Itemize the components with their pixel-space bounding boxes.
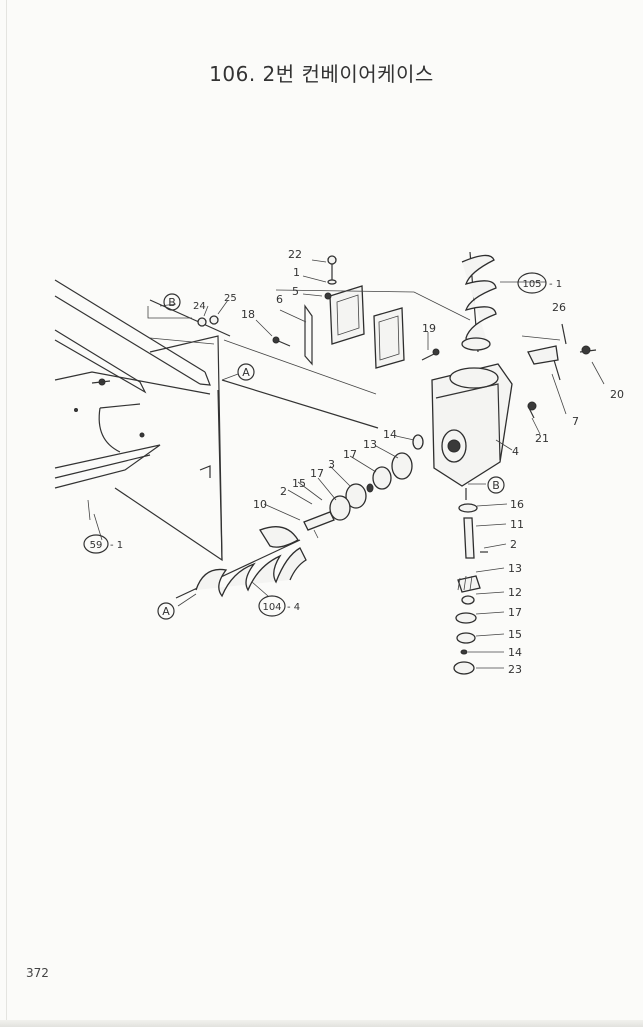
leader-lines xyxy=(93,259,605,669)
page-title: 106. 2번 컨베이어케이스 xyxy=(209,62,434,86)
part-label-17-a: 17 xyxy=(343,448,357,461)
part-label-17-c: 17 xyxy=(508,606,522,619)
top-cover-group xyxy=(197,255,471,395)
part-label-13: 13 xyxy=(363,438,377,451)
vertical-shaft-stack xyxy=(453,503,488,675)
part-label-23: 23 xyxy=(508,663,522,676)
part-label-25: 25 xyxy=(224,293,237,304)
page-edge xyxy=(6,0,7,1027)
lower-screw-auger xyxy=(175,526,307,599)
part-label-7: 7 xyxy=(572,415,579,428)
ref-label-59: 59 xyxy=(90,540,103,551)
ref-suffix-105: - 1 xyxy=(549,279,562,290)
part-label-21: 21 xyxy=(535,432,549,445)
ref-label-a-top: A xyxy=(242,366,250,379)
part-label-11: 11 xyxy=(510,518,524,531)
part-label-16: 16 xyxy=(510,498,524,511)
part-label-1: 1 xyxy=(293,266,300,279)
ref-label-a-bottom: A xyxy=(162,605,170,618)
part-number-labels: 22 1 5 6 18 24 25 19 26 20 7 21 4 14 13 … xyxy=(193,248,624,676)
ref-circle-59 xyxy=(83,534,109,554)
part-label-10: 10 xyxy=(253,498,267,511)
part-label-20: 20 xyxy=(610,388,624,401)
part-label-22: 22 xyxy=(288,248,302,261)
gear-case xyxy=(431,363,513,500)
part-label-14-b: 14 xyxy=(508,646,522,659)
part-label-3: 3 xyxy=(328,458,335,471)
side-bracket xyxy=(521,323,597,419)
part-label-14: 14 xyxy=(383,428,397,441)
ref-label-b-right: B xyxy=(492,479,500,492)
ref-circle-b-top xyxy=(163,293,181,311)
ref-label-b-top: B xyxy=(168,296,176,309)
ref-label-104: 104 xyxy=(262,602,281,613)
frame-rails xyxy=(54,279,379,562)
ref-circle-a-bottom xyxy=(157,602,175,620)
part-label-17-b: 17 xyxy=(310,467,324,480)
part-label-12: 12 xyxy=(508,586,522,599)
part-label-19: 19 xyxy=(422,322,436,335)
part-label-18: 18 xyxy=(241,308,255,321)
ref-circle-104 xyxy=(258,595,286,617)
upper-screw-auger xyxy=(461,251,497,353)
part-label-15: 15 xyxy=(292,477,306,490)
ref-suffix-104: - 4 xyxy=(287,602,300,613)
ref-circle-105 xyxy=(517,272,547,294)
part-label-2-b: 2 xyxy=(510,538,517,551)
page-bottom-edge xyxy=(0,1020,643,1027)
ref-circle-a-top xyxy=(237,363,255,381)
part-label-4: 4 xyxy=(512,445,519,458)
ref-suffix-59: - 1 xyxy=(110,540,123,551)
part-label-15-b: 15 xyxy=(508,628,522,641)
part-label-2: 2 xyxy=(280,485,287,498)
horizontal-shaft-parts xyxy=(303,434,424,539)
part-label-5: 5 xyxy=(292,285,299,298)
part-label-26: 26 xyxy=(552,301,566,314)
part-label-13-b: 13 xyxy=(508,562,522,575)
ref-circle-b-right xyxy=(487,476,505,494)
part-label-6: 6 xyxy=(276,293,283,306)
circled-reference-labels: 105 - 1 104 - 4 59 - 1 B B A A xyxy=(83,272,562,620)
ref-label-105: 105 xyxy=(522,279,541,290)
part-label-24: 24 xyxy=(193,301,206,312)
page-number: 372 xyxy=(26,966,49,980)
